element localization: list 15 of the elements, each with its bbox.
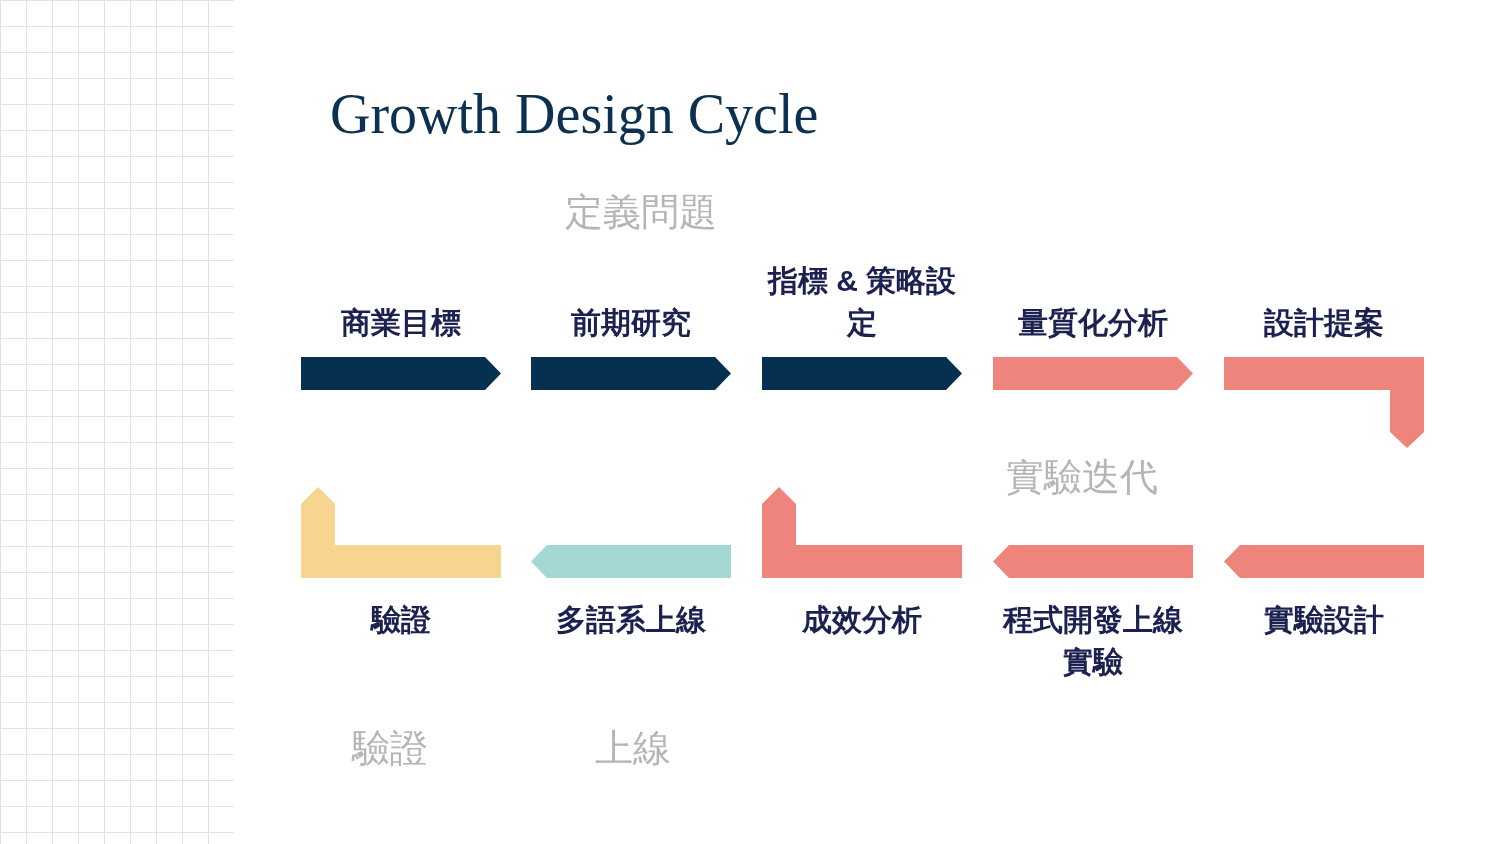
step-label: 量質化分析 xyxy=(1017,305,1169,341)
step-label: 前期研究 xyxy=(570,305,692,341)
step-label: 成效分析 xyxy=(801,602,923,638)
phase-label: 定義問題 xyxy=(565,189,717,235)
phase-label: 實驗迭代 xyxy=(1006,454,1158,500)
step-label: 驗證 xyxy=(369,602,432,638)
phase-label: 上線 xyxy=(595,725,671,771)
step-label: 設計提案 xyxy=(1263,305,1385,341)
step-label: 實驗設計 xyxy=(1263,602,1385,638)
step-label: 指標 & 策略設定 xyxy=(766,263,958,341)
phase-label: 驗證 xyxy=(352,725,428,771)
step-label: 多語系上線 xyxy=(555,602,707,638)
title: Growth Design Cycle xyxy=(330,82,819,146)
step-label: 程式開發上線實驗 xyxy=(1001,602,1184,680)
step-label: 商業目標 xyxy=(340,305,462,341)
